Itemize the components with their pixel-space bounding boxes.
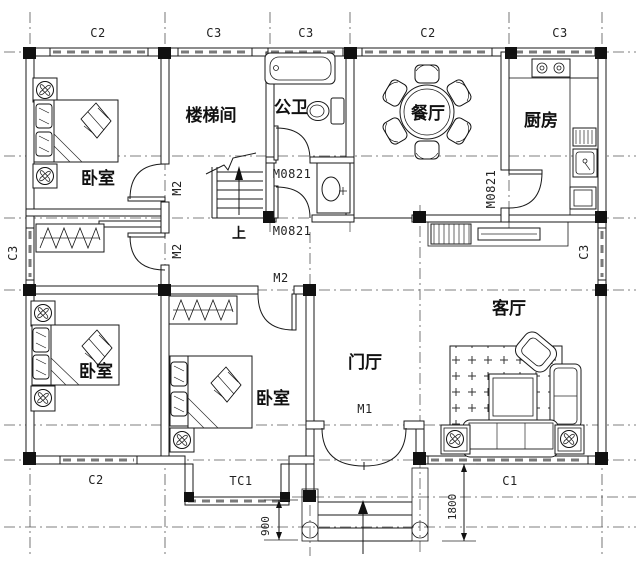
dim-1800 bbox=[442, 463, 476, 542]
window-label-c3-right: C3 bbox=[577, 244, 591, 259]
window-c3-left bbox=[25, 227, 35, 281]
bedroom1-furniture bbox=[32, 77, 119, 189]
room-label-kitchen: 厨房 bbox=[524, 110, 558, 131]
sofa bbox=[462, 419, 559, 458]
door-m2-bedroom1 bbox=[127, 163, 166, 202]
window-c3-top-stair bbox=[177, 47, 253, 57]
dim-label-900: 900 bbox=[259, 516, 272, 536]
porch bbox=[301, 467, 429, 554]
stair-up-label: 上 bbox=[232, 226, 246, 242]
window-label-c2-bottom: C2 bbox=[88, 473, 103, 487]
window-c2-bottom bbox=[59, 455, 138, 465]
window-c2-top-dining bbox=[361, 47, 493, 57]
door-m1-entry bbox=[321, 427, 407, 470]
armchair bbox=[514, 331, 558, 373]
tv-unit bbox=[427, 221, 569, 247]
bathtub bbox=[264, 52, 336, 85]
door-label-m1: M1 bbox=[357, 402, 372, 416]
dressing-wardrobe bbox=[35, 223, 105, 253]
room-label-stairwell: 楼梯间 bbox=[186, 105, 237, 126]
room-label-bedroom-3: 卧室 bbox=[256, 388, 290, 409]
room-label-bathroom: 公卫 bbox=[274, 98, 308, 118]
side-table-left bbox=[440, 424, 471, 455]
room-label-living: 客厅 bbox=[491, 298, 526, 319]
room-label-dining: 餐厅 bbox=[411, 103, 445, 124]
toilet bbox=[306, 97, 345, 125]
living-furniture bbox=[440, 331, 585, 458]
window-label-c3: C3 bbox=[206, 26, 221, 40]
bed bbox=[50, 324, 120, 386]
window-label-c2: C2 bbox=[420, 26, 435, 40]
door-label-m0821-kitchen: M0821 bbox=[484, 170, 498, 209]
dining-furniture bbox=[380, 64, 474, 160]
window-c2-top-left bbox=[49, 47, 149, 57]
bedroom3-furniture bbox=[168, 295, 253, 453]
door-label-m2: M2 bbox=[170, 243, 184, 258]
porch-column bbox=[301, 521, 319, 539]
door-label-m2: M2 bbox=[170, 180, 184, 195]
side-table-right bbox=[554, 424, 585, 455]
kitchen-sink bbox=[572, 127, 598, 178]
wardrobe bbox=[168, 295, 238, 325]
dimensions bbox=[264, 463, 476, 542]
door-m0821-kitchen bbox=[508, 169, 543, 209]
doors bbox=[127, 125, 543, 470]
window-label-c2: C2 bbox=[90, 26, 105, 40]
kitchen-counter-right bbox=[569, 77, 599, 216]
columns bbox=[23, 47, 608, 502]
porch-column bbox=[411, 521, 429, 539]
door-m0821-wc bbox=[273, 185, 311, 219]
window-label-tc1: TC1 bbox=[229, 474, 252, 488]
window-c3-top-kitchen bbox=[511, 47, 596, 57]
door-label-m2: M2 bbox=[273, 271, 288, 285]
room-label-bedroom-2: 卧室 bbox=[79, 361, 113, 382]
labels: C2 C3 C3 C2 C3 C3 C3 C2 TC1 C1 M1 M2 M2 … bbox=[6, 26, 591, 536]
window-label-c1: C1 bbox=[502, 474, 517, 488]
door-m2-bedroom3 bbox=[257, 293, 297, 331]
window-label-c3: C3 bbox=[298, 26, 313, 40]
stairs bbox=[205, 152, 264, 219]
kitchen-fixtures bbox=[508, 55, 599, 216]
window-c3-right bbox=[597, 227, 607, 281]
kitchen-cabinet bbox=[569, 186, 597, 210]
kitchen-counter-top bbox=[508, 55, 599, 79]
room-label-foyer: 门厅 bbox=[348, 352, 382, 373]
window-label-c3: C3 bbox=[552, 26, 567, 40]
door-m2-dressing bbox=[127, 232, 166, 271]
dim-900 bbox=[264, 499, 298, 541]
door-m0821-bath bbox=[273, 125, 311, 161]
door-label-m0821: M0821 bbox=[273, 224, 312, 238]
bathroom-fixtures bbox=[264, 52, 351, 214]
dim-label-1800: 1800 bbox=[446, 494, 459, 521]
window-label-c3-left: C3 bbox=[6, 245, 20, 260]
loveseat bbox=[549, 363, 582, 429]
stair-break-line bbox=[205, 152, 257, 175]
room-label-bedroom-1: 卧室 bbox=[81, 168, 115, 189]
door-label-m0821: M0821 bbox=[273, 167, 312, 181]
washbasin bbox=[316, 162, 351, 214]
stove bbox=[531, 58, 571, 78]
bed bbox=[53, 99, 119, 163]
window-tc1-bay bbox=[184, 496, 290, 506]
bedroom2-furniture bbox=[30, 300, 120, 412]
coffee-table bbox=[488, 373, 538, 421]
porch-rail-right bbox=[411, 467, 429, 542]
